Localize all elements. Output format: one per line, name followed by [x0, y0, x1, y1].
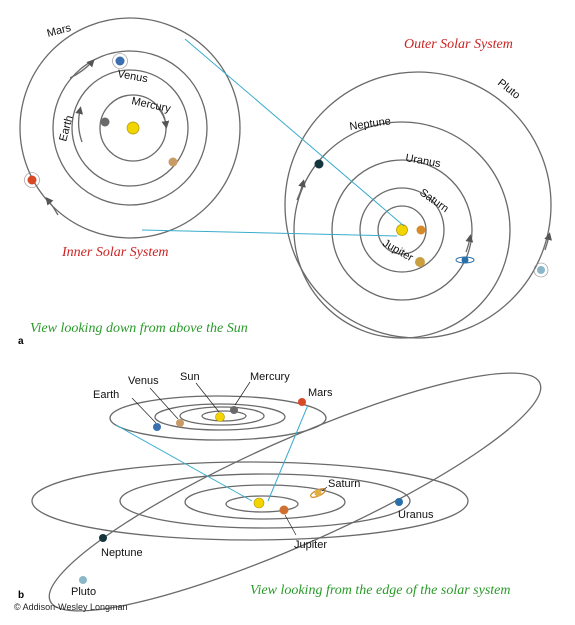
venus-leader: [149, 387, 179, 420]
venus-planet-icon: [168, 157, 178, 167]
zoom-connector-top: [184, 38, 405, 227]
sun-icon: [215, 412, 225, 422]
uranus-planet-icon: [461, 256, 469, 264]
jupiter-planet-icon: [415, 257, 425, 267]
mercury-orbit-arrow: [157, 107, 170, 129]
mercury-planet-icon: [100, 117, 110, 127]
pluto-orbit-arrow: [544, 232, 552, 251]
edge-connector-right: [267, 404, 309, 502]
jupiter-leader: [284, 514, 297, 536]
mercury-planet-icon: [230, 406, 238, 414]
pluto-spin-ring: [533, 262, 549, 278]
earth-spin-ring: [112, 53, 128, 69]
neptune-orbit-edge: [31, 461, 469, 541]
mars-planet-icon: [298, 398, 306, 406]
panel-a-caption: View looking down from above the Sun: [30, 321, 248, 336]
uranus-planet-icon: [395, 498, 403, 506]
mars-orbit-arrow: [45, 196, 59, 216]
venus-label: Venus: [128, 375, 159, 387]
sun-icon: [253, 497, 265, 509]
sun-label: Sun: [180, 371, 200, 383]
earth-label: Earth: [93, 389, 119, 401]
mars-label: Mars: [308, 387, 333, 399]
saturn-label: Saturn: [417, 187, 450, 215]
pluto-planet-icon: [537, 266, 545, 274]
pluto-planet-icon: [79, 576, 87, 584]
sun-icon: [396, 224, 408, 236]
pluto-label: Pluto: [71, 586, 96, 598]
mars-planet-icon: [27, 175, 37, 185]
mercury-label: Mercury: [250, 371, 290, 383]
pluto-orbit-edge: [48, 372, 542, 612]
inner-system-view: Mars Venus Mercury Earth Inner Solar Sys…: [19, 17, 241, 260]
mars-orbit: [19, 17, 241, 239]
venus-orbit: [71, 69, 189, 187]
panel-b-label: b: [18, 590, 24, 601]
inner-solar-system-title: Inner Solar System: [61, 245, 169, 260]
sun-icon: [126, 121, 140, 135]
uranus-orbit-arrow: [465, 234, 474, 253]
edge-view: Earth Venus Sun Mercury Mars Saturn Uran…: [31, 371, 542, 612]
saturn-label: Saturn: [328, 478, 360, 490]
mercury-orbit-edge: [201, 410, 247, 422]
venus-label: Venus: [116, 68, 149, 85]
uranus-orbit: [331, 159, 473, 301]
saturn-orbit-edge: [184, 484, 346, 520]
panel-a-label: a: [18, 336, 24, 347]
neptune-orbit-arrow: [296, 179, 306, 201]
pluto-orbit: [284, 71, 552, 339]
mercury-label: Mercury: [130, 95, 172, 115]
earth-planet-icon: [115, 56, 125, 66]
mars-spin-ring: [24, 172, 40, 188]
uranus-label: Uranus: [404, 152, 441, 170]
saturn-leader: [321, 486, 328, 492]
uranus-orbit-edge: [119, 473, 411, 529]
earth-orbit: [52, 50, 208, 206]
neptune-label: Neptune: [349, 115, 392, 133]
jupiter-label: Jupiter: [294, 539, 327, 551]
neptune-label: Neptune: [101, 547, 143, 559]
jupiter-label: Jupiter: [381, 237, 416, 264]
pluto-label: Pluto: [495, 77, 522, 102]
jupiter-orbit: [377, 205, 427, 255]
venus-orbit-arrow: [75, 106, 83, 143]
mercury-leader: [234, 381, 251, 406]
venus-planet-icon: [176, 419, 184, 427]
earth-planet-icon: [153, 423, 161, 431]
jupiter-orbit-edge: [225, 495, 299, 513]
saturn-planet-icon: [416, 225, 426, 235]
copyright-credit: © Addison-Wesley Longman: [14, 602, 128, 612]
panel-b-caption: View looking from the edge of the solar …: [250, 583, 511, 598]
earth-orbit-edge: [154, 403, 286, 431]
neptune-planet-icon: [314, 159, 324, 169]
earth-leader: [131, 397, 157, 424]
venus-orbit-edge: [179, 406, 265, 426]
neptune-orbit: [293, 121, 511, 339]
saturn-planet-icon: [314, 489, 322, 497]
mars-orbit-edge: [109, 395, 327, 441]
saturn-orbit: [359, 187, 445, 273]
outer-solar-system-title: Outer Solar System: [404, 37, 513, 52]
neptune-planet-icon: [99, 534, 107, 542]
outer-system-view: Pluto Neptune Uranus Saturn Jupiter Oute…: [284, 37, 552, 339]
edge-connector-left: [115, 424, 253, 502]
zoom-connector-bottom: [141, 229, 398, 237]
jupiter-planet-icon: [279, 505, 289, 515]
sun-leader: [195, 382, 220, 413]
uranus-label: Uranus: [398, 509, 434, 521]
earth-orbit-arrow: [69, 59, 95, 79]
